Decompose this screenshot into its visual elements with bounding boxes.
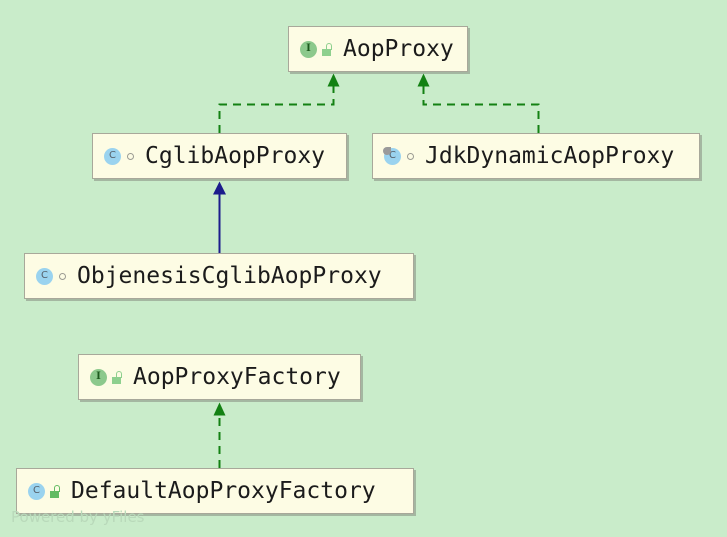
node-icon-group	[90, 368, 122, 386]
node-label: AopProxy	[343, 35, 454, 62]
node-cglib-aop-proxy[interactable]: CglibAopProxy	[92, 133, 347, 179]
node-icon-group	[300, 40, 332, 58]
node-aop-proxy[interactable]: AopProxy	[288, 26, 468, 72]
package-private-dot-icon	[407, 152, 414, 160]
node-icon-group	[36, 267, 66, 285]
node-icon-group	[104, 147, 134, 165]
open-lock-icon	[321, 42, 332, 56]
open-lock-icon	[111, 370, 122, 384]
node-objenesis-cglib-aop-proxy[interactable]: ObjenesisCglibAopProxy	[24, 253, 414, 299]
node-label: JdkDynamicAopProxy	[425, 142, 675, 169]
edge-jdk-implements-aopproxy	[417, 73, 540, 133]
node-jdk-dynamic-aop-proxy[interactable]: JdkDynamicAopProxy	[372, 133, 700, 179]
class-icon	[28, 482, 45, 500]
node-label: ObjenesisCglibAopProxy	[77, 262, 382, 289]
interface-icon	[90, 368, 107, 386]
node-aop-proxy-factory[interactable]: AopProxyFactory	[78, 354, 361, 400]
class-icon	[104, 147, 121, 165]
node-default-aop-proxy-factory[interactable]: DefaultAopProxyFactory	[16, 468, 414, 514]
yfiles-watermark: Powered by yFiles	[11, 508, 145, 526]
node-icon-group	[28, 482, 60, 500]
interface-icon	[300, 40, 317, 58]
node-label: AopProxyFactory	[133, 363, 341, 390]
edge-cglib-implements-aopproxy	[218, 73, 340, 133]
package-private-dot-icon	[59, 272, 66, 280]
node-icon-group	[383, 146, 414, 165]
package-private-dot-icon	[127, 152, 134, 160]
class-icon	[36, 267, 53, 285]
open-lock-icon	[49, 484, 60, 498]
class-final-icon	[383, 146, 401, 165]
node-label: CglibAopProxy	[145, 142, 326, 169]
node-label: DefaultAopProxyFactory	[71, 477, 376, 504]
